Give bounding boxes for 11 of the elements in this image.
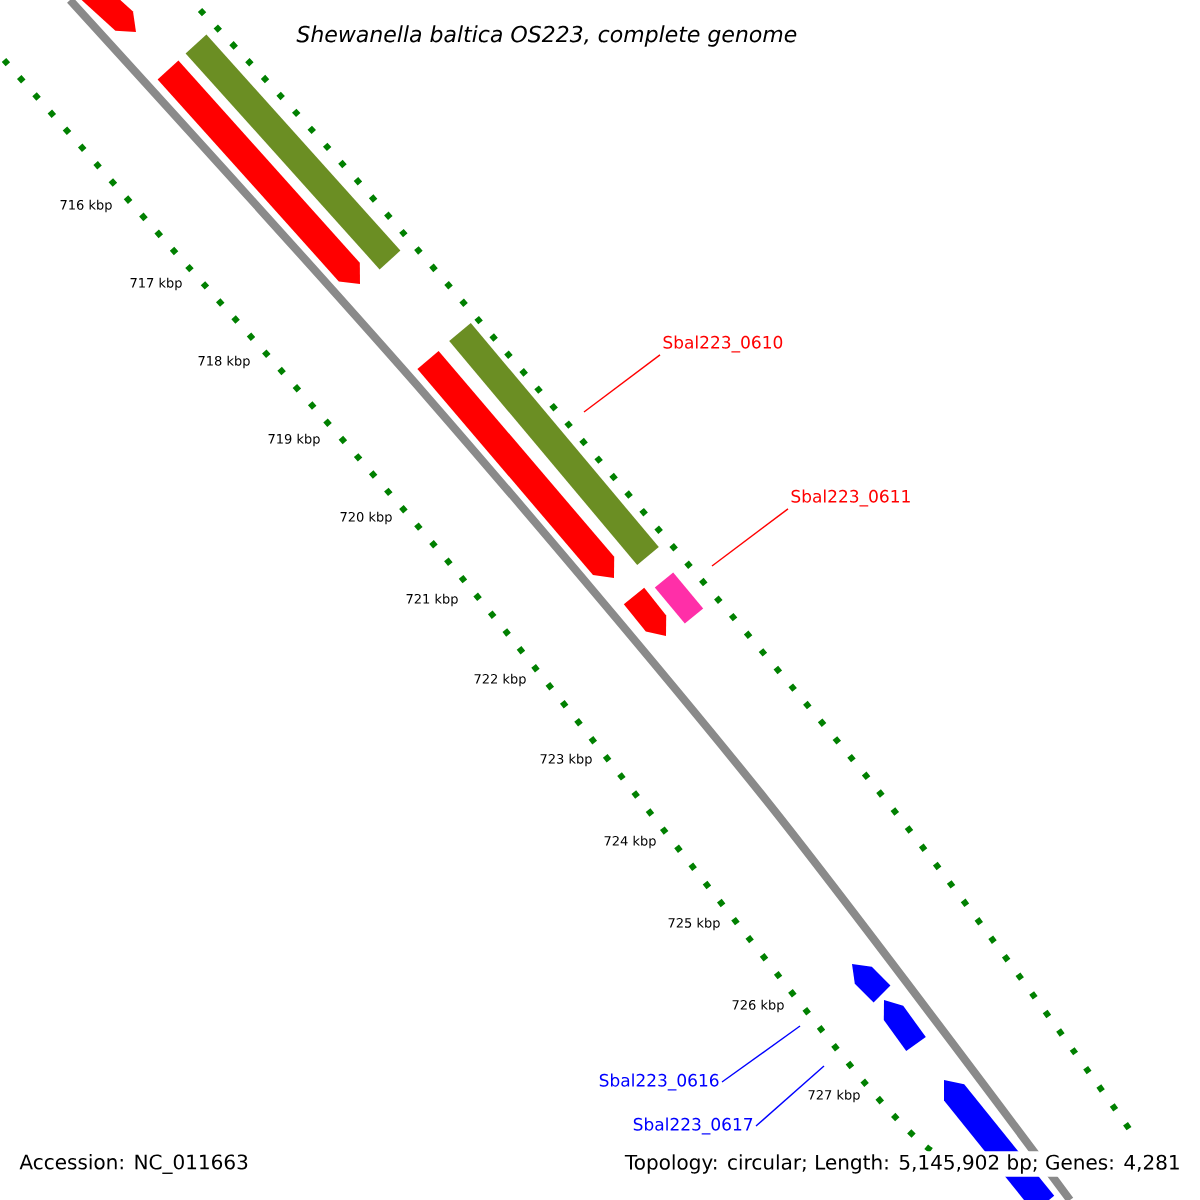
footer-text: Topology: circular; Length: 5,145,902 bp; Genes: 4,281 bbox=[621, 1151, 1184, 1177]
gene-label: Sbal223_0611 bbox=[791, 489, 910, 507]
gene-label: Sbal223_0610 bbox=[663, 335, 783, 353]
leader-line bbox=[721, 1025, 801, 1083]
gene-label: Sbal223_0617 bbox=[633, 1117, 753, 1135]
leader-line bbox=[583, 354, 661, 413]
title: Shewanella baltica OS223, complete genome bbox=[296, 25, 797, 47]
leader-line bbox=[711, 508, 789, 567]
leader-line bbox=[755, 1065, 825, 1127]
gene-label: Sbal223_0616 bbox=[599, 1073, 719, 1091]
footer-text: Accession: NC_011663 bbox=[16, 1151, 252, 1177]
